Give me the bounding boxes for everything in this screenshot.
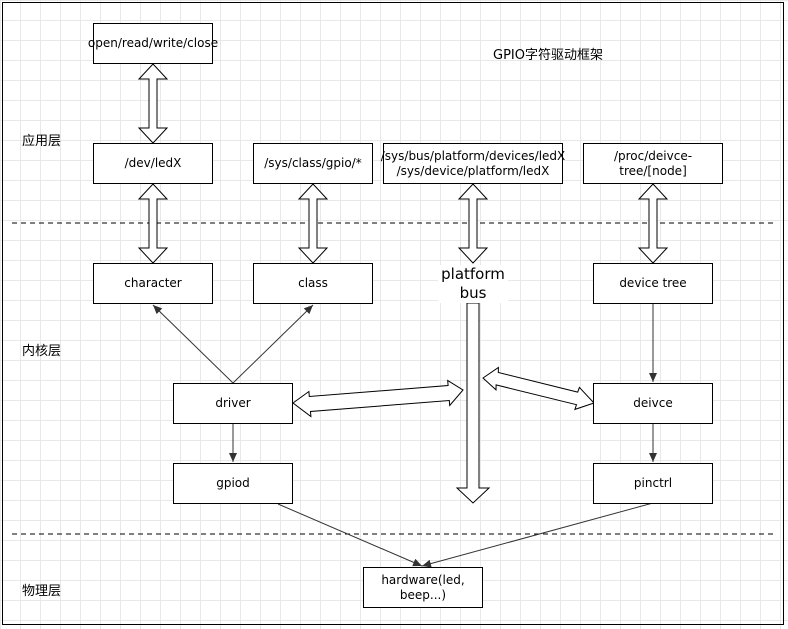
box-driver: driver — [173, 383, 293, 424]
arrow-pinctrl-hardware — [421, 502, 654, 568]
diagram-title: GPIO字符驱动框架 — [493, 48, 603, 63]
arrow-driver-character — [152, 304, 234, 384]
box-proc-device-tree: /proc/deivce-tree/[node] — [583, 143, 723, 184]
double-arrow-devledx-character — [137, 183, 169, 264]
layer-label-kernel: 内核层 — [22, 344, 62, 359]
arrow-driver-class — [232, 304, 314, 384]
double-arrow-sysbus-platformbus — [457, 183, 489, 264]
layer-label-physical: 物理层 — [22, 584, 62, 599]
box-sys-bus-platform: /sys/bus/platform/devices/ledX /sys/devi… — [381, 143, 565, 184]
layer-label-app: 应用层 — [22, 134, 62, 149]
double-arrow-driver-bus — [292, 379, 464, 418]
box-class: class — [253, 263, 373, 304]
arrow-gpiod-hardware — [277, 503, 423, 567]
box-hardware: hardware(led, beep...) — [363, 567, 483, 608]
box-character: character — [93, 263, 213, 304]
box-syscalls: open/read/write/close — [88, 23, 218, 64]
box-gpiod: gpiod — [173, 463, 293, 504]
double-arrow-syscalls-devledx — [137, 63, 169, 144]
platform-bus-label: platform bus — [438, 265, 508, 303]
box-pinctrl: pinctrl — [593, 463, 713, 504]
double-arrow-bus-deivce — [482, 366, 595, 411]
platform-bus-arrow — [455, 302, 491, 504]
box-device-tree: device tree — [593, 263, 713, 304]
box-dev-ledx: /dev/ledX — [93, 143, 213, 184]
box-deivce: deivce — [593, 383, 713, 424]
box-sys-class-gpio: /sys/class/gpio/* — [253, 143, 373, 184]
